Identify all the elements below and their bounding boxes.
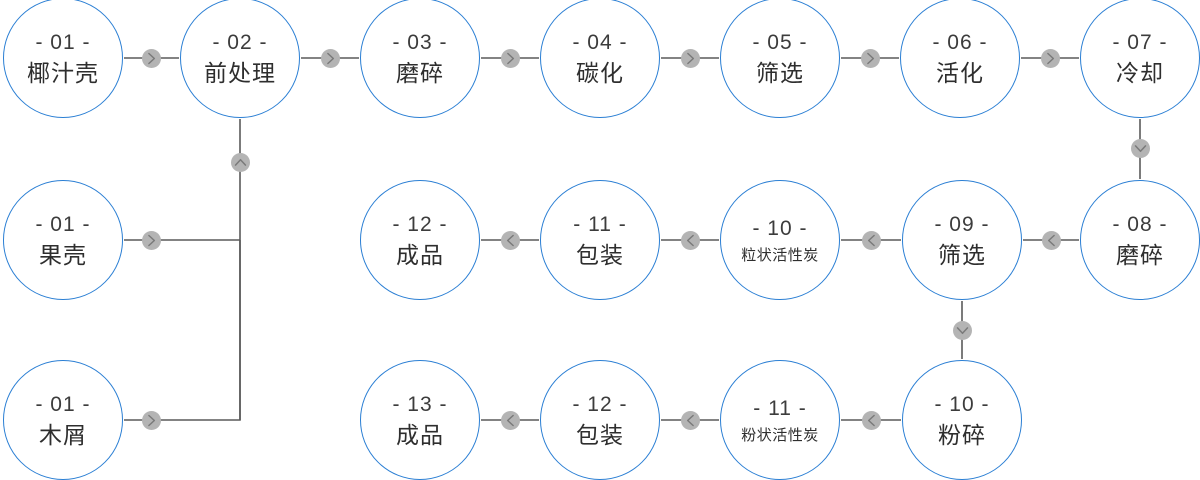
arrow-marker-down bbox=[1130, 138, 1150, 158]
arrow-marker-right bbox=[141, 48, 161, 68]
node-index: - 02 - bbox=[212, 30, 268, 54]
n-product-12[interactable]: - 12 - 成品 bbox=[360, 180, 480, 300]
node-label: 活化 bbox=[936, 59, 984, 86]
arrow-marker-left bbox=[680, 230, 700, 250]
node-label: 粒状活性炭 bbox=[741, 246, 819, 264]
arrow-marker-left bbox=[861, 410, 881, 430]
node-label: 果壳 bbox=[39, 241, 87, 268]
node-index: - 03 - bbox=[392, 30, 448, 54]
node-label: 包装 bbox=[576, 241, 624, 268]
node-index: - 12 - bbox=[392, 212, 448, 236]
arrow-marker-right bbox=[500, 48, 520, 68]
node-index: - 12 - bbox=[572, 392, 628, 416]
n-grind-03[interactable]: - 03 - 磨碎 bbox=[360, 0, 480, 118]
node-index: - 01 - bbox=[35, 392, 91, 416]
node-label: 前处理 bbox=[204, 59, 276, 86]
n-cool-07[interactable]: - 07 - 冷却 bbox=[1080, 0, 1200, 118]
node-label: 磨碎 bbox=[396, 59, 444, 86]
arrow-marker-up bbox=[230, 152, 250, 172]
n-granular-ac-10[interactable]: - 10 - 粒状活性炭 bbox=[720, 180, 840, 300]
node-index: - 08 - bbox=[1112, 212, 1168, 236]
edge-sawdust-to-trunk bbox=[124, 240, 241, 421]
n-sawdust[interactable]: - 01 - 木屑 bbox=[3, 360, 123, 480]
arrow-marker-down bbox=[952, 320, 972, 340]
n-pretreatment[interactable]: - 02 - 前处理 bbox=[180, 0, 300, 118]
arrow-marker-right bbox=[1040, 48, 1060, 68]
node-label: 碳化 bbox=[576, 59, 624, 86]
n-product-13[interactable]: - 13 - 成品 bbox=[360, 360, 480, 480]
node-label: 包装 bbox=[576, 421, 624, 448]
arrow-marker-right bbox=[860, 48, 880, 68]
node-index: - 01 - bbox=[35, 212, 91, 236]
arrow-marker-left bbox=[1041, 230, 1061, 250]
node-label: 磨碎 bbox=[1116, 241, 1164, 268]
node-index: - 04 - bbox=[572, 30, 628, 54]
node-index: - 01 - bbox=[35, 30, 91, 54]
node-label: 椰汁壳 bbox=[27, 59, 99, 86]
node-index: - 09 - bbox=[934, 212, 990, 236]
node-label: 筛选 bbox=[938, 241, 986, 268]
node-index: - 11 - bbox=[753, 396, 807, 420]
n-carbonize-04[interactable]: - 04 - 碳化 bbox=[540, 0, 660, 118]
node-label: 成品 bbox=[396, 241, 444, 268]
node-index: - 11 - bbox=[573, 212, 627, 236]
n-screen-09[interactable]: - 09 - 筛选 bbox=[902, 180, 1022, 300]
n-activate-06[interactable]: - 06 - 活化 bbox=[900, 0, 1020, 118]
node-index: - 13 - bbox=[392, 392, 448, 416]
node-label: 木屑 bbox=[39, 421, 87, 448]
arrow-marker-right bbox=[320, 48, 340, 68]
node-index: - 10 - bbox=[934, 392, 990, 416]
n-grind-08[interactable]: - 08 - 磨碎 bbox=[1080, 180, 1200, 300]
arrow-marker-left bbox=[500, 230, 520, 250]
node-index: - 06 - bbox=[932, 30, 988, 54]
node-label: 筛选 bbox=[756, 59, 804, 86]
arrow-marker-left bbox=[500, 410, 520, 430]
node-label: 冷却 bbox=[1116, 59, 1164, 86]
n-nutshell[interactable]: - 01 - 果壳 bbox=[3, 180, 123, 300]
node-label: 粉状活性炭 bbox=[741, 426, 819, 444]
n-powder-ac-11[interactable]: - 11 - 粉状活性炭 bbox=[720, 360, 840, 480]
n-coconut-shell[interactable]: - 01 - 椰汁壳 bbox=[3, 0, 123, 118]
node-label: 成品 bbox=[396, 421, 444, 448]
n-package-12[interactable]: - 12 - 包装 bbox=[540, 360, 660, 480]
n-pulverize-10[interactable]: - 10 - 粉碎 bbox=[902, 360, 1022, 480]
node-index: - 07 - bbox=[1112, 30, 1168, 54]
node-label: 粉碎 bbox=[938, 421, 986, 448]
arrow-marker-right bbox=[141, 410, 161, 430]
n-screen-05[interactable]: - 05 - 筛选 bbox=[720, 0, 840, 118]
arrow-marker-right bbox=[141, 230, 161, 250]
arrow-marker-left bbox=[861, 230, 881, 250]
node-index: - 05 - bbox=[752, 30, 808, 54]
n-package-11[interactable]: - 11 - 包装 bbox=[540, 180, 660, 300]
arrow-marker-right bbox=[680, 48, 700, 68]
node-index: - 10 - bbox=[752, 216, 808, 240]
arrow-marker-left bbox=[680, 410, 700, 430]
